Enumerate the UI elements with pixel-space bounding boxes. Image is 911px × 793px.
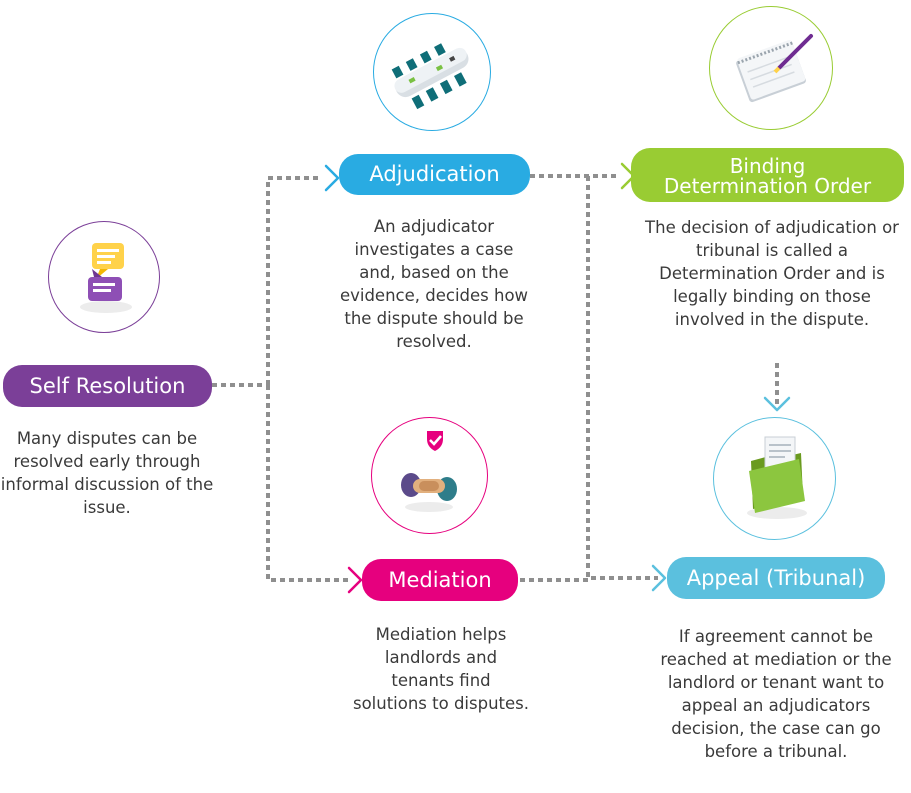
- mediation-description: Mediation helps landlords and tenants fi…: [352, 625, 530, 713]
- adjudication-description: An adjudicator investigates a case and, …: [339, 217, 529, 351]
- self-resolution-icon-circle: [48, 221, 160, 333]
- connector-branch-to-mediation: [266, 385, 352, 582]
- chat-bubbles-icon: [80, 243, 132, 313]
- binding-order-icon-circle: [709, 6, 833, 130]
- folder-document-icon: [747, 436, 807, 519]
- handshake-check-icon: [401, 431, 457, 512]
- arrowhead-adjudication: [324, 164, 340, 192]
- meeting-table-icon: [391, 43, 469, 110]
- adjudication-icon-circle: [373, 13, 491, 131]
- binding-order-pill: Binding Determination Order: [631, 148, 904, 202]
- mediation-pill: Mediation: [362, 559, 518, 601]
- appeal-description: If agreement cannot be reached at mediat…: [660, 627, 892, 761]
- arrowhead-appeal-icon: [763, 396, 791, 412]
- arrowhead-appeal: [651, 564, 667, 592]
- arrowhead-mediation: [347, 566, 363, 594]
- self-resolution-pill: Self Resolution: [3, 365, 212, 407]
- appeal-icon-circle: [713, 417, 836, 540]
- binding-order-label-line1: Binding: [729, 154, 806, 178]
- mediation-label: Mediation: [388, 567, 492, 592]
- adjudication-pill: Adjudication: [339, 154, 530, 195]
- binding-order-description: The decision of adjudication or tribunal…: [645, 218, 899, 329]
- mediation-icon-circle: [371, 417, 488, 534]
- appeal-label: Appeal (Tribunal): [686, 565, 866, 590]
- adjudication-label: Adjudication: [369, 162, 500, 186]
- self-resolution-description: Many disputes can be resolved early thro…: [0, 429, 214, 517]
- appeal-pill: Appeal (Tribunal): [667, 557, 885, 599]
- connector-branch-to-adjudication: [266, 176, 322, 385]
- self-resolution-label: Self Resolution: [29, 373, 186, 398]
- notebook-pen-icon: [736, 34, 813, 103]
- binding-order-label-line2: Determination Order: [663, 174, 872, 198]
